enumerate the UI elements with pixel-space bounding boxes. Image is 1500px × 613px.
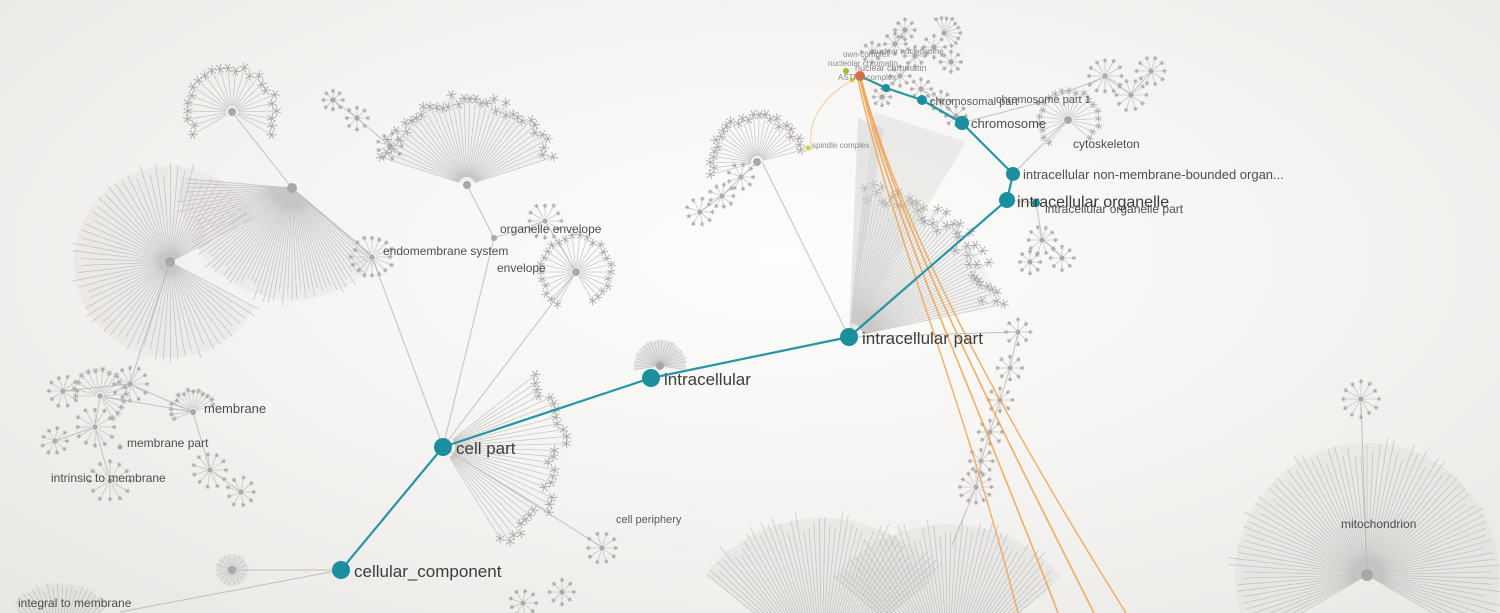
term-label[interactable]: cytoskeleton bbox=[1073, 137, 1140, 151]
term-label[interactable]: envelope bbox=[497, 261, 546, 275]
term-label[interactable]: ASTRA complex bbox=[838, 73, 896, 82]
term-label[interactable]: cell periphery bbox=[616, 514, 682, 526]
cluster-fans bbox=[12, 15, 1500, 613]
node-intracellular_organelle[interactable] bbox=[999, 192, 1015, 208]
orange-edges bbox=[810, 77, 1127, 613]
node-label-cell_part[interactable]: cell part bbox=[456, 439, 516, 458]
node-nuclear_chromatin_hub[interactable] bbox=[855, 71, 865, 81]
edge-bundles bbox=[849, 112, 966, 337]
node-cell_part[interactable] bbox=[434, 438, 452, 456]
term-label[interactable]: nuclear nucleosome bbox=[872, 47, 944, 56]
term-label[interactable]: intrinsic to membrane bbox=[51, 471, 166, 485]
node-intracellular_organelle_part[interactable] bbox=[1032, 199, 1040, 207]
node-label-intracellular_nmb_organelle[interactable]: intracellular non-membrane-bounded organ… bbox=[1023, 167, 1284, 182]
term-label[interactable]: nuclear chromatin bbox=[855, 63, 927, 73]
node-chromosomal_part[interactable] bbox=[917, 95, 927, 105]
labels: cellular_component cell part intracellular… bbox=[18, 47, 1416, 610]
node-label-intracellular_organelle[interactable]: intracellular organelle bbox=[1017, 194, 1169, 211]
node-chromosome[interactable] bbox=[955, 116, 969, 130]
fan-tip-asterisks bbox=[40, 15, 1382, 613]
term-label[interactable]: integral to membrane bbox=[18, 596, 132, 610]
node-label-cellular_component[interactable]: cellular_component bbox=[354, 562, 502, 581]
fan-rays bbox=[15, 18, 1500, 613]
term-label[interactable]: organelle envelope bbox=[500, 222, 602, 236]
accent-dots bbox=[117, 68, 1041, 450]
term-label[interactable]: membrane part bbox=[127, 436, 209, 450]
node-label-chromosomal_part[interactable]: chromosomal part bbox=[930, 96, 1018, 108]
node-cellular_component[interactable] bbox=[332, 561, 350, 579]
term-label[interactable]: mitochondrion bbox=[1341, 517, 1416, 531]
node-label-intracellular[interactable]: intracellular bbox=[664, 370, 751, 389]
path-nodes bbox=[332, 71, 1040, 579]
term-label[interactable]: nucleolar chromatin bbox=[828, 59, 898, 68]
term-label[interactable]: own-complex bbox=[843, 50, 890, 59]
node-label-intracellular_part[interactable]: intracellular part bbox=[862, 329, 983, 348]
node-label-chromosome[interactable]: chromosome bbox=[971, 116, 1046, 131]
node-intracellular[interactable] bbox=[642, 369, 660, 387]
node-label-intracellular_organelle_part[interactable]: intracellular organelle part bbox=[1045, 202, 1184, 216]
term-label[interactable]: membrane bbox=[204, 401, 266, 416]
gray-edges bbox=[54, 30, 1368, 613]
term-label[interactable]: spindle complex bbox=[812, 141, 869, 150]
term-label[interactable]: chromosome part 1 bbox=[996, 94, 1091, 106]
node-intracellular_part[interactable] bbox=[840, 328, 858, 346]
term-label[interactable]: endomembrane system bbox=[383, 244, 508, 258]
node-chromatin_junction[interactable] bbox=[882, 84, 890, 92]
node-intracellular_nmb_organelle[interactable] bbox=[1006, 167, 1020, 181]
highlight-path bbox=[340, 75, 1015, 571]
